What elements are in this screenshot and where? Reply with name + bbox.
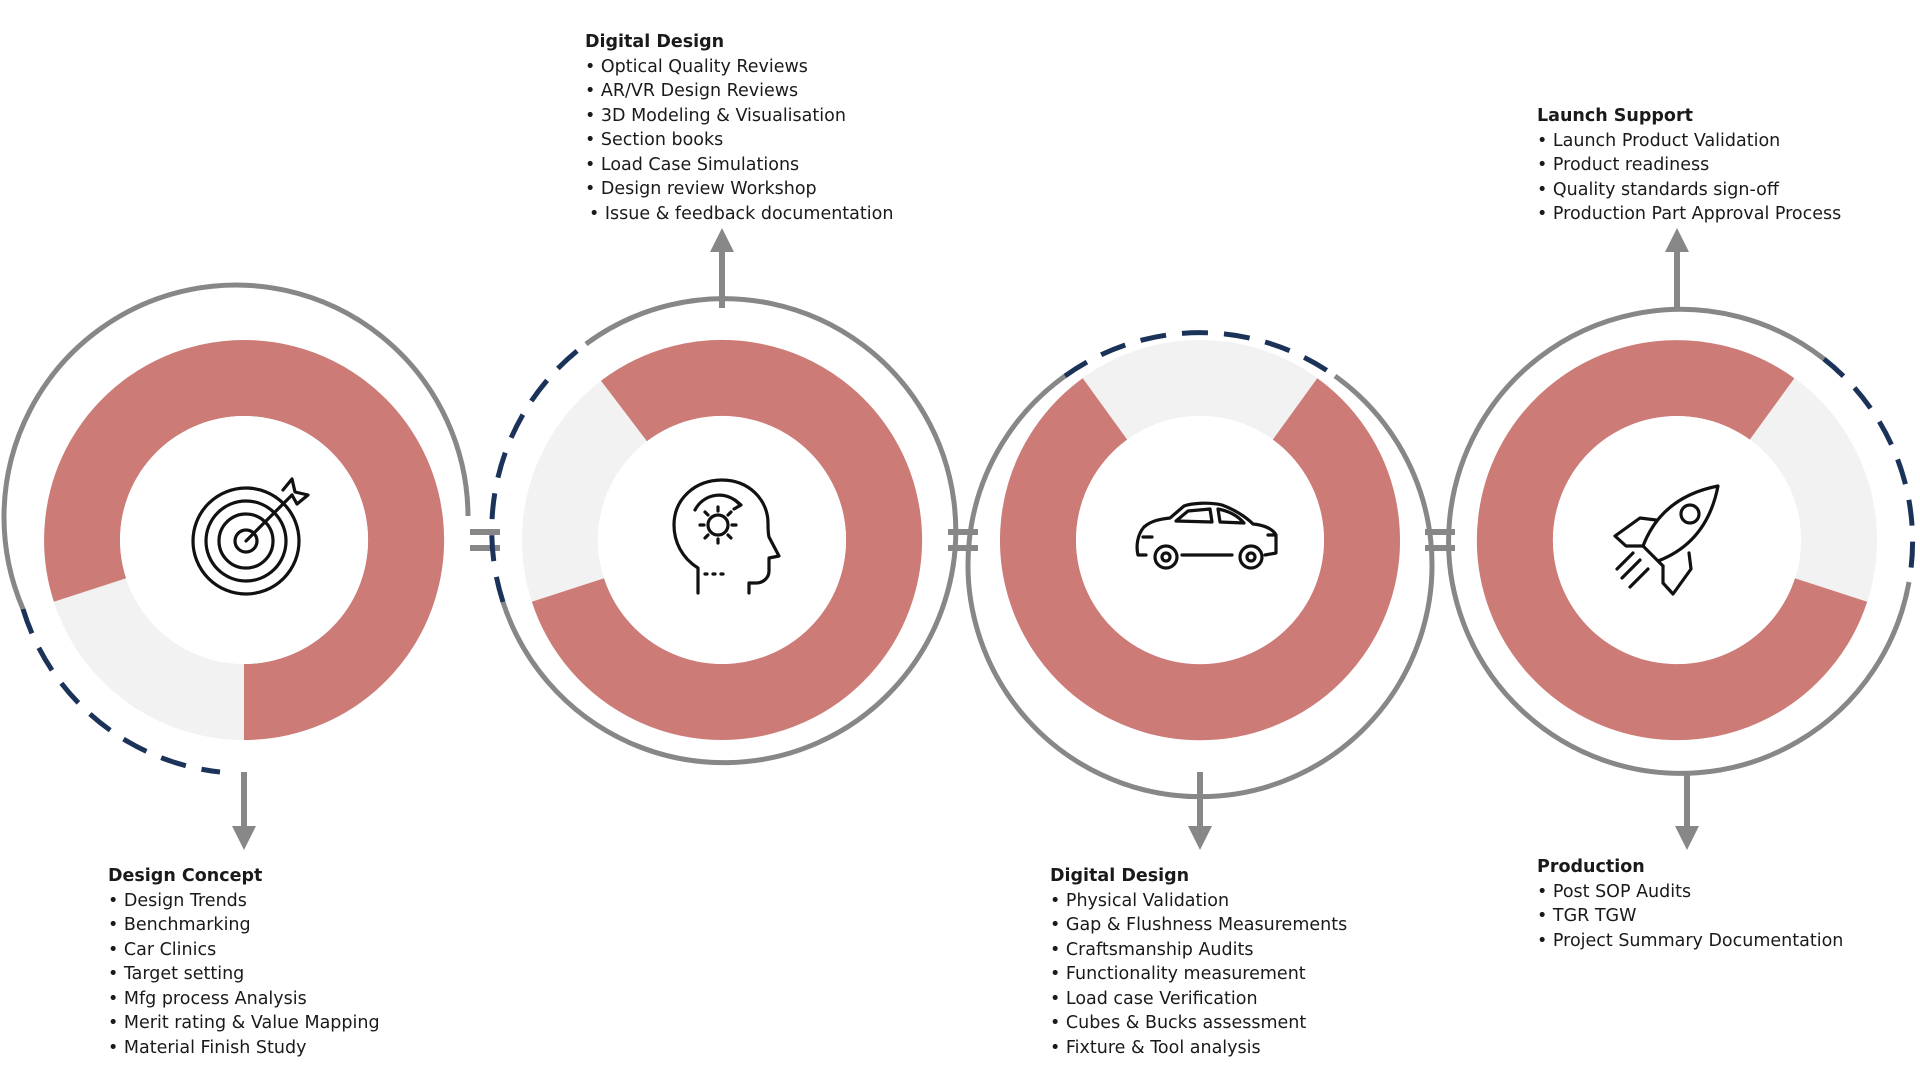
stage-item: Merit rating & Value Mapping	[108, 1011, 380, 1036]
stage-item: Quality standards sign-off	[1537, 178, 1841, 203]
stage-block-digital-design: Digital Design Optical Quality Reviews A…	[585, 30, 893, 226]
stage-item: Design Trends	[108, 889, 380, 914]
stage-item: Mfg process Analysis	[108, 987, 380, 1012]
donut-progress	[44, 340, 445, 740]
outer-ring-dashed	[1063, 330, 1337, 379]
donut-progress	[1476, 340, 1868, 741]
stage-item: Material Finish Study	[108, 1036, 380, 1061]
stage-title: Design Concept	[108, 866, 263, 886]
stage-item: Post SOP Audits	[1537, 880, 1843, 905]
outer-ring-solid	[1446, 306, 1912, 776]
rocket-icon	[1613, 484, 1720, 596]
stage-item: AR/VR Design Reviews	[585, 79, 893, 104]
stage-item: Issue & feedback documentation	[585, 202, 894, 227]
stage-digital-design	[489, 296, 959, 766]
stage-item: TGR TGW	[1537, 904, 1843, 929]
stage-digital-design-physical	[965, 330, 1435, 800]
stage-items: Design Trends Benchmarking Car Clinics T…	[108, 889, 380, 1061]
stage-item: Production Part Approval Process	[1537, 202, 1841, 227]
stage-item: Physical Validation	[1050, 889, 1347, 914]
stage-item: 3D Modeling & Visualisation	[585, 104, 893, 129]
stage-item: Project Summary Documentation	[1537, 929, 1843, 954]
stage-item: Product readiness	[1537, 153, 1841, 178]
stage-title: Production	[1537, 857, 1645, 877]
stage-items: Launch Product Validation Product readin…	[1537, 129, 1841, 227]
outer-ring-dashed	[1822, 357, 1916, 583]
stage-item: Gap & Flushness Measurements	[1050, 913, 1347, 938]
stage-item: Load Case Simulations	[585, 153, 893, 178]
stage-items: Physical Validation Gap & Flushness Meas…	[1050, 889, 1347, 1061]
donut-progress	[1000, 378, 1400, 741]
stage-title: Digital Design	[1050, 866, 1190, 886]
connector-1-2	[470, 529, 500, 551]
donut-progress	[531, 339, 923, 740]
head-gear-icon	[672, 478, 781, 595]
outer-ring-dashed	[20, 608, 221, 775]
stage-design-concept	[1, 282, 471, 775]
stage-block-digital-design-physical: Digital Design Physical Validation Gap &…	[1050, 864, 1347, 1060]
stage-item: Benchmarking	[108, 913, 380, 938]
stage-item: Target setting	[108, 962, 380, 987]
stage-items: Optical Quality Reviews AR/VR Design Rev…	[585, 55, 894, 227]
stage-item: Load case Verification	[1050, 987, 1347, 1012]
stage-items: Post SOP Audits TGR TGW Project Summary …	[1537, 880, 1843, 954]
stage-block-launch-support: Launch Support Launch Product Validation…	[1537, 104, 1841, 227]
stage-launch-production	[1446, 306, 1916, 776]
stage-item: Car Clinics	[108, 938, 380, 963]
stage-item: Section books	[585, 128, 893, 153]
outer-ring-solid	[500, 296, 959, 766]
stage-item: Cubes & Bucks assessment	[1050, 1011, 1347, 1036]
stage-item: Design review Workshop	[585, 177, 893, 202]
stage-item: Fixture & Tool analysis	[1050, 1036, 1347, 1061]
stage-block-design-concept: Design Concept Design Trends Benchmarkin…	[108, 864, 380, 1060]
outer-ring-dashed	[489, 341, 588, 603]
stage-item: Launch Product Validation	[1537, 129, 1841, 154]
stage-title: Launch Support	[1537, 106, 1693, 126]
car-icon	[1135, 501, 1278, 570]
target-icon	[191, 477, 310, 596]
stage-title: Digital Design	[585, 32, 725, 52]
stage-block-production: Production Post SOP Audits TGR TGW Proje…	[1537, 855, 1843, 953]
stage-item: Craftsmanship Audits	[1050, 938, 1347, 963]
connector-2-3	[948, 529, 978, 551]
outer-ring-solid	[1, 282, 471, 610]
arrows	[232, 228, 1699, 850]
stage-item: Functionality measurement	[1050, 962, 1347, 987]
stage-item: Optical Quality Reviews	[585, 55, 893, 80]
